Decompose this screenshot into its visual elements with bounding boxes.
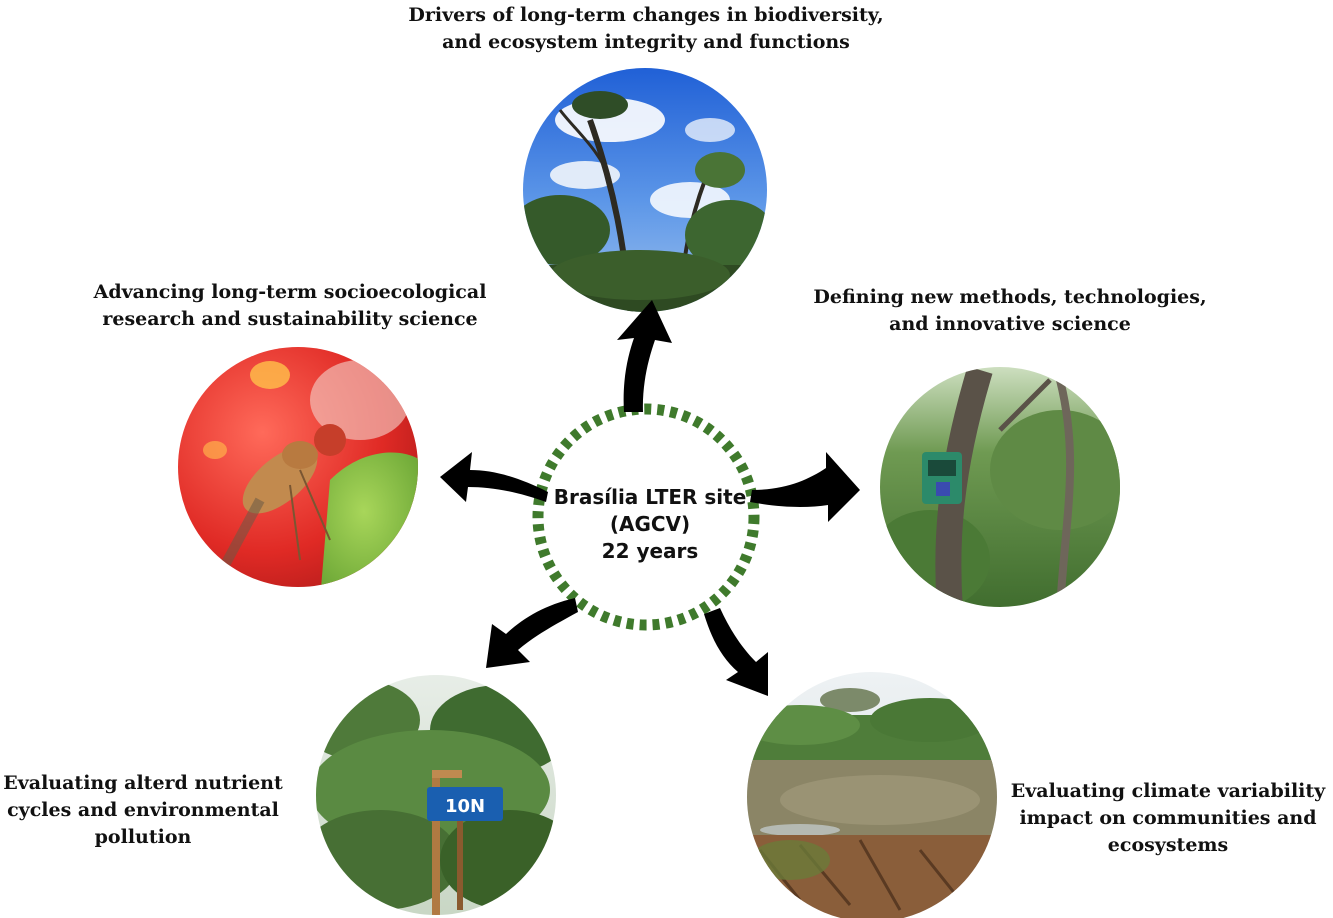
plot-marker-in-vegetation-photo: 10N xyxy=(316,675,556,915)
caption-top-line: and ecosystem integrity and functions xyxy=(442,31,850,53)
caption-bottom-left-line: Evaluating alterd nutrient xyxy=(3,772,283,794)
center-label-line: Brasília LTER site xyxy=(553,485,747,509)
caption-right-line: Defining new methods, technologies, xyxy=(813,286,1207,308)
sensor-device-on-tree-photo xyxy=(880,367,1120,607)
caption-bottom-right-line: ecosystems xyxy=(1107,834,1229,856)
caption-right: Defining new methods, technologies, and … xyxy=(770,284,1250,338)
caption-bottom-right: Evaluating climate variability impact on… xyxy=(1008,778,1328,859)
caption-bottom-left-line: cycles and environmental xyxy=(7,799,279,821)
arrow-to-left xyxy=(440,452,548,502)
center-label: Brasília LTER site (AGCV) 22 years xyxy=(540,484,760,565)
caption-left: Advancing long-term socioecological rese… xyxy=(40,279,540,333)
center-ring xyxy=(532,403,760,631)
caption-right-line: and innovative science xyxy=(889,313,1131,335)
caption-bottom-left-line: pollution xyxy=(94,826,192,848)
arrow-to-bottom-left xyxy=(486,598,578,668)
caption-top: Drivers of long-term changes in biodiver… xyxy=(376,2,916,56)
caption-top-line: Drivers of long-term changes in biodiver… xyxy=(408,4,884,26)
cerrado-trees-sky-photo xyxy=(523,68,767,312)
arrow-to-bottom-right xyxy=(704,608,768,696)
plot-sign xyxy=(427,787,503,821)
fruit-fly-on-fruit-photo xyxy=(178,347,418,587)
caption-bottom-right-line: impact on communities and xyxy=(1019,807,1317,829)
wetland-pond-photo xyxy=(747,672,997,918)
caption-left-line: Advancing long-term socioecological xyxy=(93,281,487,303)
arrow-to-right xyxy=(750,452,860,522)
center-label-line: (AGCV) xyxy=(609,512,691,536)
caption-bottom-right-line: Evaluating climate variability xyxy=(1010,780,1326,802)
arrow-to-top xyxy=(617,300,672,412)
center-label-line: 22 years xyxy=(601,539,699,563)
caption-bottom-left: Evaluating alterd nutrient cycles and en… xyxy=(0,770,286,851)
plot-sign-text: 10N xyxy=(445,796,485,817)
caption-left-line: research and sustainability science xyxy=(102,308,478,330)
